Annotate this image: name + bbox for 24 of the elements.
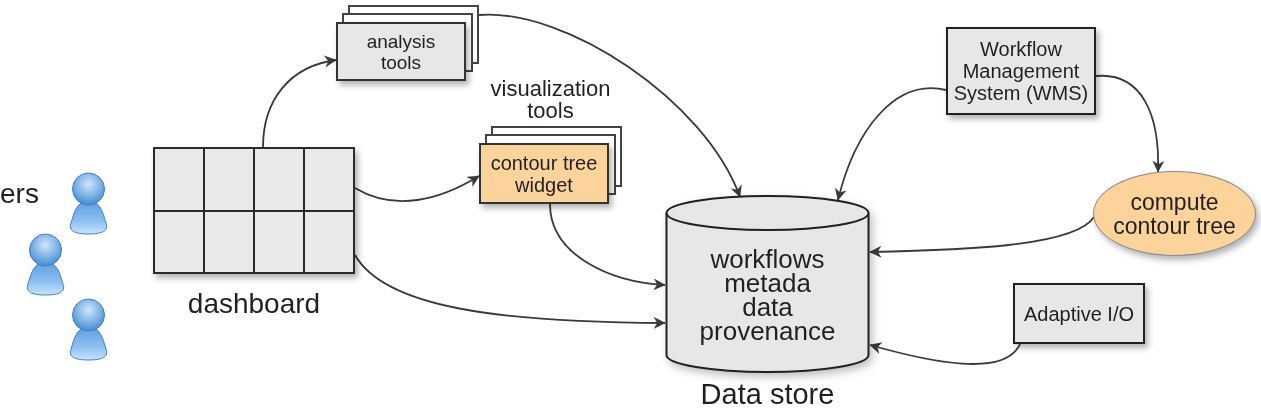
arrow [478,14,741,198]
arrow [262,56,337,148]
node-label: metada [724,271,811,295]
process-box [946,27,1096,115]
node-label: Workflow Management System (WMS) [952,38,1090,104]
arrow [354,254,666,329]
arrow [869,342,1021,365]
node-label: workflows [710,247,825,271]
node-label: Adaptive I/O [1022,302,1136,325]
node-label: provenance [699,319,836,343]
text-label: ers [0,178,39,209]
node-label: dashboard [187,288,321,319]
node-title: visualization tools [489,78,612,122]
node-label: compute contour tree [1112,189,1237,238]
node-caption: Data store [699,379,836,409]
node-label: analysis tools [365,30,437,73]
arrow [549,203,666,290]
arrow [869,216,1095,258]
arrow [354,175,480,202]
arrow [835,87,947,201]
node-label: data [742,295,793,319]
arrow [1095,75,1165,173]
node-label: contour tree widget [489,151,599,196]
process-box [1013,283,1145,344]
